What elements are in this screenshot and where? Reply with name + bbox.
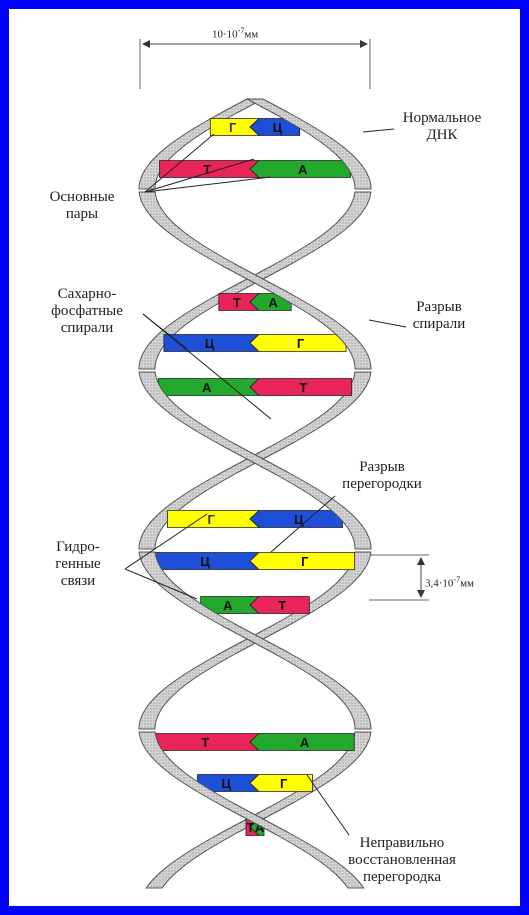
base-left-letter: Ц	[222, 776, 232, 791]
base-right-letter: А	[300, 735, 310, 750]
base-right-letter: Т	[278, 598, 286, 613]
base-left-letter: Ц	[205, 336, 215, 351]
base-right-letter: Ц	[273, 120, 283, 135]
base-left-letter: Т	[201, 735, 209, 750]
base-left-letter: А	[202, 380, 212, 395]
base-left-letter: Т	[233, 295, 241, 310]
backbone-strand-b-front	[139, 552, 371, 729]
base-left-letter: Т	[203, 162, 211, 177]
base-right-letter: А	[298, 162, 308, 177]
pitch-dimension	[369, 555, 429, 600]
base-right-letter: Т	[299, 380, 307, 395]
pitch-dimension-label: 3,4·10-7мм	[425, 575, 474, 590]
label-helix-break: Разрыв спирали	[394, 299, 484, 333]
label-misrepaired-septum: Неправильно восстановленная перегородка	[327, 835, 477, 886]
label-base-pairs: Основные пары	[37, 189, 127, 223]
label-sugar-phosphate: Сахарно- фосфатные спирали	[37, 286, 137, 337]
base-left-letter: А	[223, 598, 233, 613]
base-right-letter: Г	[301, 554, 309, 569]
width-dimension-label: 10·10-7мм	[212, 26, 258, 41]
label-normal-dna: Нормальное ДНК	[387, 110, 497, 144]
label-septum-break: Разрыв перегородки	[327, 459, 437, 493]
label-hydrogen-bonds: Гидро- генные связи	[33, 539, 123, 590]
base-left-letter: Ц	[200, 554, 210, 569]
width-dimension	[140, 39, 370, 89]
base-right-letter: Г	[280, 776, 288, 791]
base-left-letter: Г	[208, 512, 216, 527]
base-right-letter: Г	[297, 336, 305, 351]
base-right-letter: А	[268, 295, 278, 310]
base-left-letter: Г	[229, 120, 237, 135]
